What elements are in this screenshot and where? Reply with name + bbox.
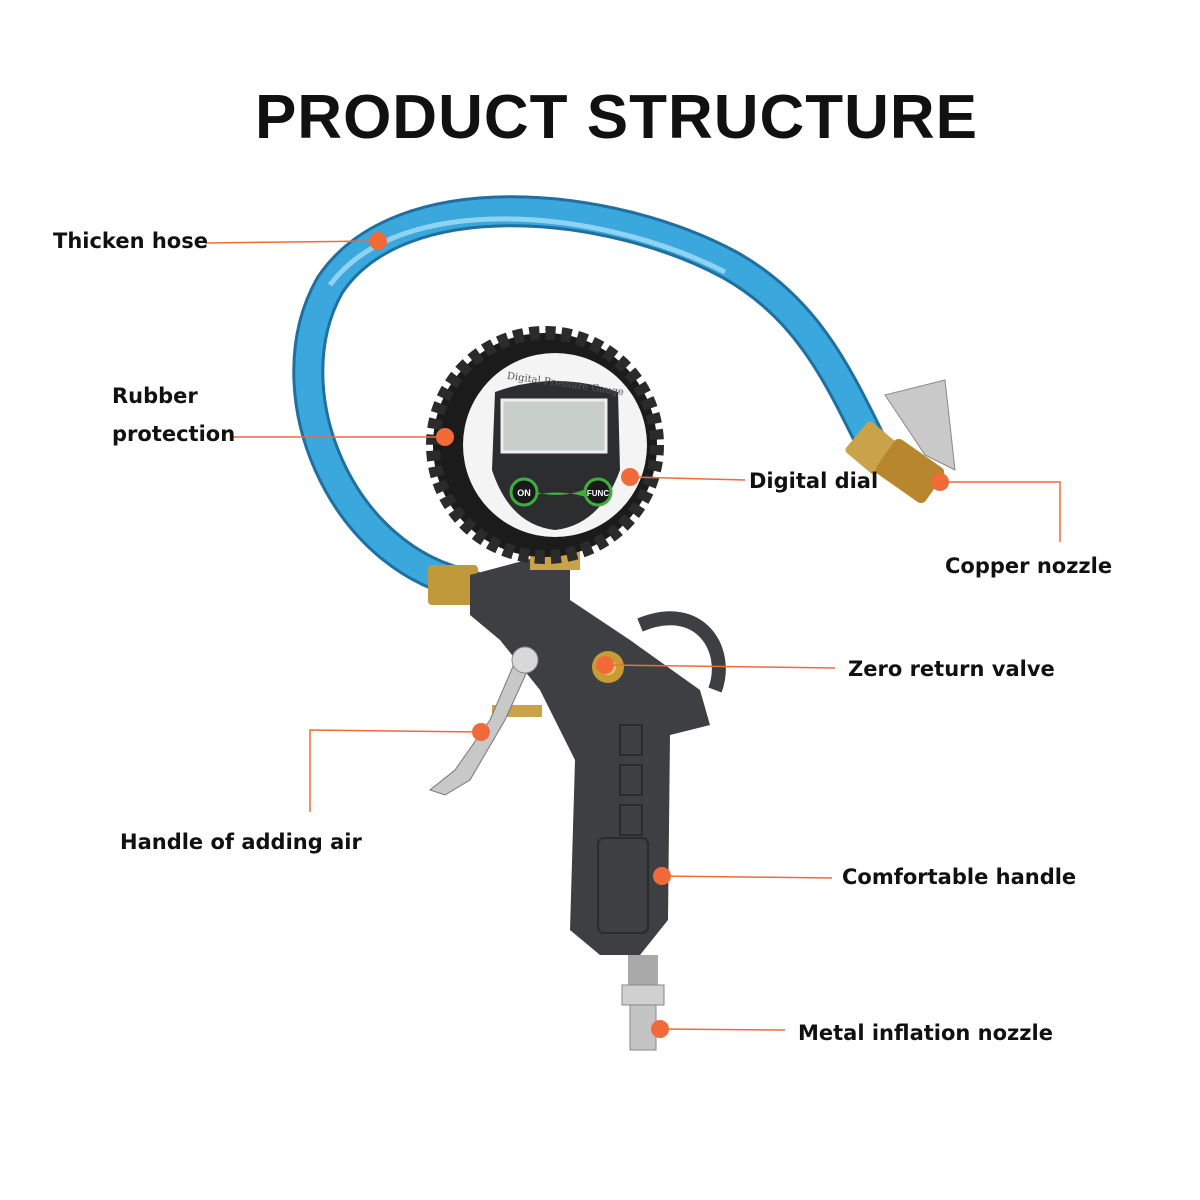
gun-body	[470, 555, 726, 955]
page-title: PRODUCT STRUCTURE	[254, 83, 979, 152]
callout-dots	[369, 232, 949, 1038]
metal-inflation-nozzle	[621, 955, 665, 1051]
label-copper-nozzle: Copper nozzle	[945, 554, 1113, 578]
gauge-on-label: ON	[517, 488, 531, 498]
label-handle-of-adding-air: Handle of adding air	[120, 830, 362, 854]
label-thicken-hose: Thicken hose	[53, 229, 208, 253]
label-rubber-protection-2: protection	[112, 422, 236, 446]
pressure-gauge: ON FUNC Digital Pressure Gauge	[426, 326, 664, 570]
gauge-func-label: FUNC	[587, 489, 609, 498]
label-digital-dial: Digital dial	[749, 469, 879, 493]
copper-nozzle	[845, 379, 956, 504]
trigger-lever	[428, 646, 542, 796]
label-rubber-protection-1: Rubber	[112, 384, 198, 408]
callout-lines	[204, 240, 1061, 1031]
label-zero-return-valve: Zero return valve	[848, 657, 1055, 681]
label-comfortable-handle: Comfortable handle	[842, 865, 1077, 889]
label-metal-inflation-nozzle: Metal inflation nozzle	[798, 1021, 1053, 1045]
